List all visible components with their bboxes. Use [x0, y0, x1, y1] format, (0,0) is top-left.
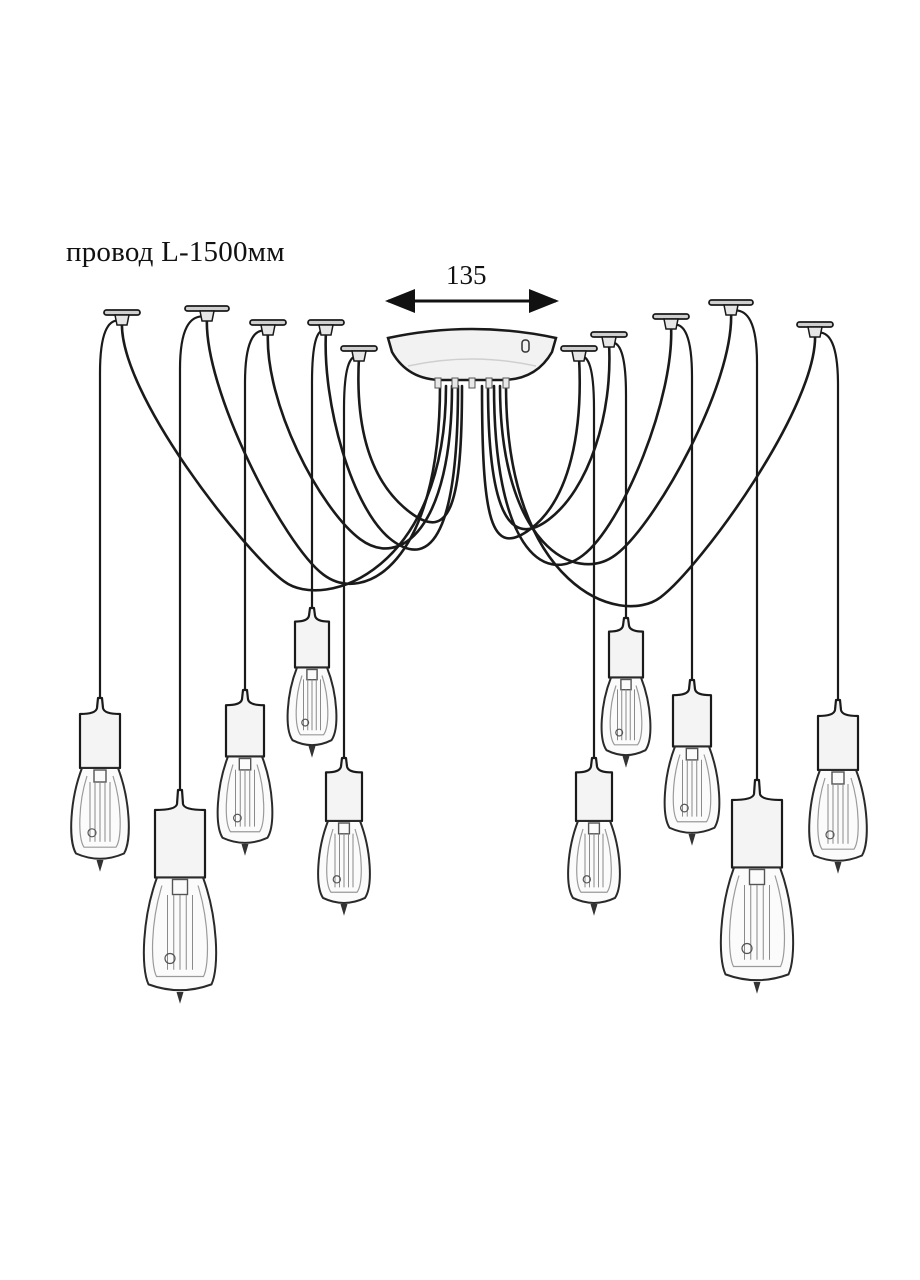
cable-loop — [498, 309, 733, 566]
edison-bulb-icon — [719, 778, 795, 994]
edison-bulb-icon — [567, 756, 621, 916]
ceiling-canopy — [386, 327, 558, 389]
edison-bulb-icon — [216, 688, 274, 856]
canopy-diameter-label: 135 — [446, 260, 487, 290]
edison-bulb-icon — [600, 616, 652, 768]
cable-loop — [492, 323, 673, 566]
ceiling-hook-icon — [307, 319, 345, 336]
ceiling-hook-icon — [652, 313, 690, 330]
ceiling-hook-icon — [249, 319, 287, 336]
cable-drop — [342, 355, 360, 758]
cable-drop — [670, 323, 694, 680]
edison-bulb-icon — [70, 696, 130, 872]
ceiling-hook-icon — [340, 345, 378, 362]
cable-loop — [324, 329, 460, 551]
ceiling-hook-icon — [796, 321, 834, 338]
cable-drop — [243, 329, 269, 690]
ceiling-hook-icon — [590, 331, 628, 348]
edison-bulb-icon — [142, 788, 218, 1004]
edison-bulb-icon — [317, 756, 371, 916]
canopy-screw-icon — [521, 339, 530, 353]
pendant-bulbs — [70, 606, 868, 1004]
edison-bulb-icon — [663, 678, 721, 846]
ceiling-hook-icon — [184, 305, 230, 322]
canopy-body — [386, 327, 558, 382]
cable-loop — [357, 355, 464, 524]
cable-loop — [486, 341, 611, 531]
cable-drop — [814, 331, 840, 700]
ceiling-hook-icon — [560, 345, 598, 362]
cable-length-label: провод L-1500мм — [66, 236, 285, 268]
ceiling-hook-icon — [708, 299, 754, 316]
edison-bulb-icon — [286, 606, 338, 758]
ceiling-hook-icon — [103, 309, 141, 326]
cable-drop — [730, 309, 759, 780]
cable-loop — [266, 329, 454, 550]
cable-loop — [205, 315, 442, 585]
cable-drop — [98, 319, 123, 698]
ceiling-hooks — [103, 299, 834, 362]
cable-loop — [504, 331, 817, 608]
edison-bulb-icon — [808, 698, 868, 874]
cable-drop — [608, 341, 628, 618]
cable-drop — [178, 315, 208, 790]
